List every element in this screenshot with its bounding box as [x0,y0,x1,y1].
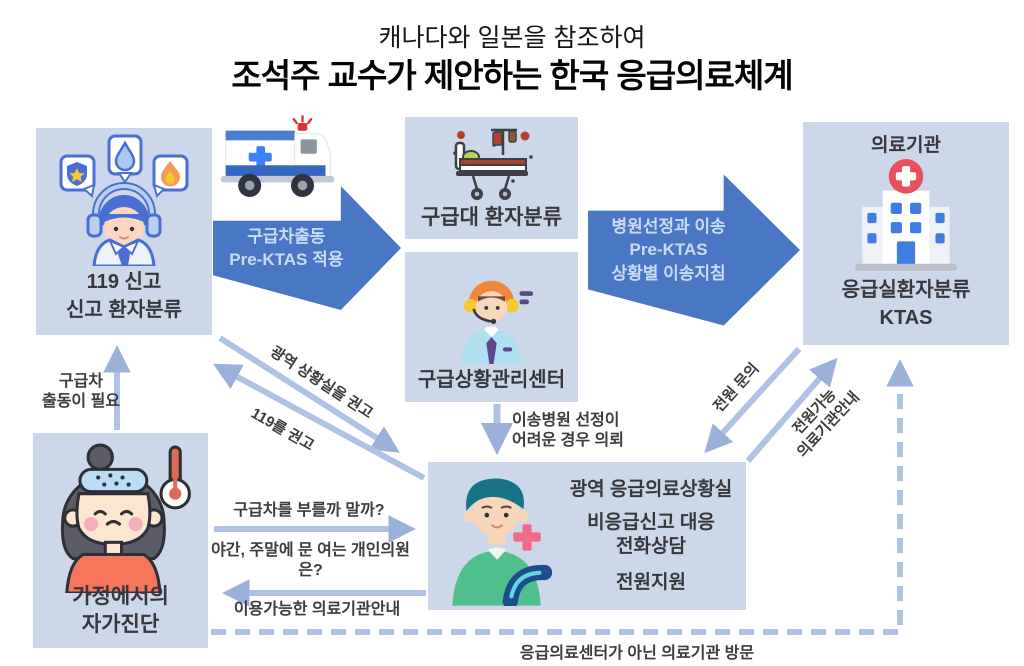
call-operator-center-icon [405,260,578,364]
ambulance-icon [218,112,338,213]
situation-room-label-3: 전화상담 [616,536,686,557]
box-paramedic-triage: 구급대 환자분류 [405,117,578,239]
box-control-center-label: 구급상황관리센터 [417,369,566,391]
label-available-guide: 이용가능한 의료기관안내 [233,601,401,618]
situation-room-label-4: 전원지원 [616,571,686,593]
arrow-119-to-situation [218,335,400,453]
transport-big-arrow: 병원선정과 이송 Pre-KTAS 상황별 이송지침 [588,174,800,326]
sick-person-icon [33,441,208,593]
box-hospital: 의료기관 응급실환자분류 KTAS [803,122,1009,345]
box-control-center: 구급상황관리센터 [405,252,578,402]
label-call-or-not: 구급차를 부를까 말까? [233,502,385,519]
box-119-label-1: 119 신고 [86,271,162,293]
box-hospital-label-2: KTAS [879,307,933,329]
box-home-label-2: 자가진단 [81,612,160,636]
transport-arrow-text-1: 병원선정과 이송 [611,216,726,236]
dispatch-arrow-text-1: 구급차출동 [247,226,326,246]
label-non-emergency-visit: 응급의료센터가 아닌 의료기관 방문 [519,645,755,662]
label-referral-1: 이송병원 선정이 [512,412,620,429]
call-operator-119-icon [36,134,212,266]
box-hospital-label-1: 응급실환자분류 [841,279,971,301]
label-need-ambulance-2: 출동이 필요 [41,393,121,410]
label-referral: 이송병원 선정이 어려운 경우 의뢰 [512,411,652,451]
label-night-clinic: 야간, 주말에 문 여는 개인의원은? [211,542,410,579]
situation-room-label-1: 광역 응급의료상황실 [569,478,733,500]
dispatch-arrow-text-2: Pre-KTAS 적용 [229,250,344,269]
box-119-label-2: 신고 환자분류 [66,299,182,321]
box-home: 가정에서의 자가진단 [33,433,208,648]
box-situation-room: 광역 응급의료상황실 비응급신고 대응 전화상담 전원지원 [428,462,746,610]
situation-room-label-2: 비응급신고 대응 [587,512,715,534]
hospital-building-icon [803,156,1009,278]
box-home-label-1: 가정에서의 [72,584,169,608]
label-recommend-119: 119를 권고 [247,404,317,455]
label-need-ambulance-1: 구급차 [58,373,104,390]
diagram-subtitle: 캐나다와 일본을 참조하여 [378,24,646,52]
box-hospital-title: 의료기관 [871,135,941,156]
label-transfer-guide: 전원가능 의료기관안내 [764,358,880,479]
stretcher-bed-icon [405,123,578,203]
diagram-title: 조석주 교수가 제안하는 한국 응급의료체계 [231,57,793,94]
box-119-report: 119 신고 신고 환자분류 [36,128,212,335]
doctor-phone-icon [434,468,556,611]
label-need-ambulance: 구급차 출동이 필요 [36,372,126,412]
label-transfer-inquiry: 전원 문의 [710,360,763,416]
transport-arrow-text-3: 상황별 이송지침 [611,263,726,283]
transport-arrow-text-2: Pre-KTAS [629,240,708,260]
box-paramedic-triage-label: 구급대 환자분류 [420,205,563,229]
label-referral-2: 어려운 경우 의뢰 [512,432,624,449]
